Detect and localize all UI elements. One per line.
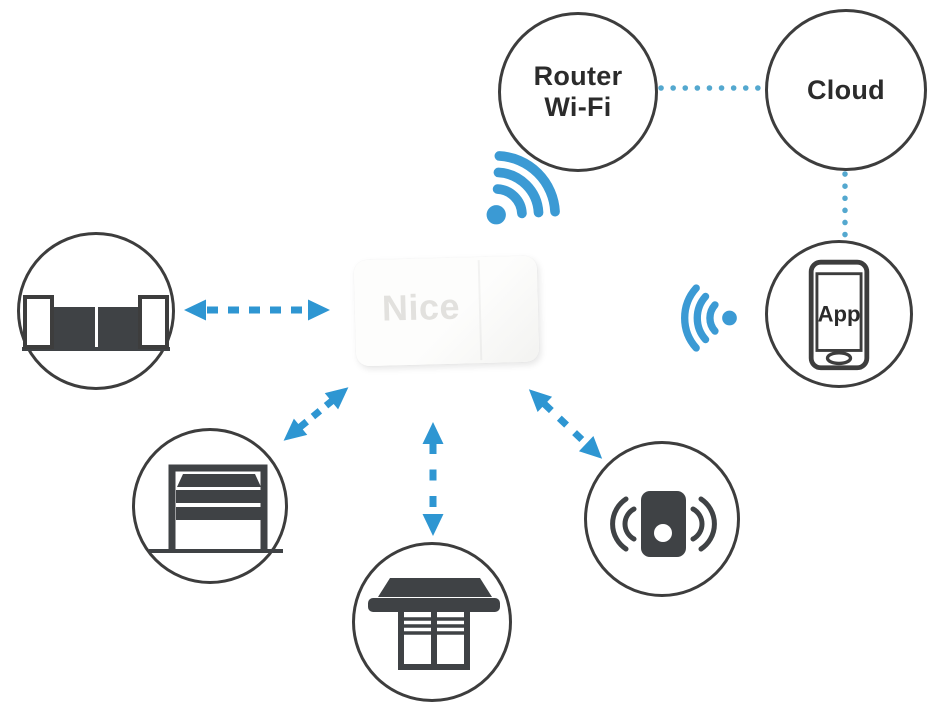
dashed-arrow-hub-siren: [528, 389, 603, 459]
node-sectional-door: [132, 428, 288, 584]
alarm-siren-icon: [610, 491, 717, 557]
sectional-garage-door-icon: [149, 464, 283, 553]
wifi-signal-icon: [486, 151, 560, 225]
smartphone-icon: App: [808, 259, 870, 371]
awning-shutter-icon: [368, 578, 500, 670]
dotted-link-router-cloud: [658, 85, 765, 91]
node-alarm-siren: [584, 441, 740, 597]
router-label-line1: Router: [533, 61, 623, 91]
node-sliding-gate: [17, 232, 175, 390]
node-cloud: Cloud: [765, 9, 927, 171]
node-router-wifi: Router Wi-Fi: [498, 12, 658, 172]
nice-logo: Nice: [381, 285, 461, 329]
dashed-arrow-hub-gate: [184, 299, 330, 321]
cloud-label: Cloud: [807, 74, 885, 105]
app-label: App: [818, 302, 861, 327]
node-app: App: [765, 240, 913, 388]
wifi-signal-icon: [681, 284, 737, 352]
router-label-line2: Wi-Fi: [544, 92, 612, 122]
sliding-gate-icon: [22, 295, 170, 351]
dotted-link-cloud-app: [842, 171, 848, 240]
dashed-arrow-hub-awning: [422, 422, 444, 536]
nice-hub-device: Nice: [353, 255, 540, 367]
node-awning-shutter: [352, 542, 512, 702]
hub-seam: [477, 260, 483, 361]
dashed-arrow-hub-sectional: [283, 387, 349, 441]
